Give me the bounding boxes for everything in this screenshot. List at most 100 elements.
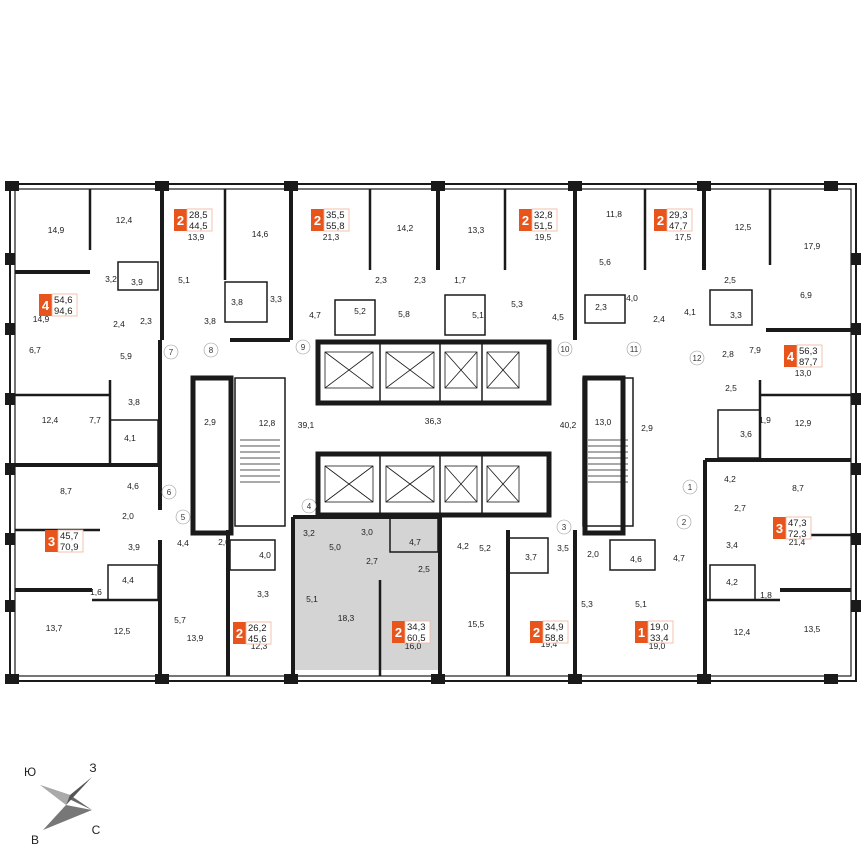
room-area-label: 14,6 — [252, 229, 269, 239]
room-area-label: 4,4 — [122, 575, 134, 585]
door-number: 10 — [561, 345, 570, 354]
room-area-label: 2,3 — [375, 275, 387, 285]
room-area-label: 2,5 — [418, 564, 430, 574]
room-area-label: 15,5 — [468, 619, 485, 629]
room-count-box — [773, 517, 786, 539]
living-area: 28,5 — [189, 210, 208, 221]
selected-apartment-fill[interactable] — [293, 517, 439, 670]
room-area-label: 2,7 — [734, 503, 746, 513]
room-area-label: 5,3 — [511, 299, 523, 309]
room-area-label: 6,9 — [800, 290, 812, 300]
room-area-label: 4,7 — [409, 537, 421, 547]
room-area-label: 5,7 — [174, 615, 186, 625]
total-area: 47,7 — [669, 221, 688, 232]
door-marker — [557, 341, 573, 357]
room-area-label: 4,7 — [309, 310, 321, 320]
room-area-label: 2,5 — [725, 383, 737, 393]
room-area-label: 5,3 — [581, 599, 593, 609]
total-area: 33,4 — [650, 633, 669, 644]
room-area-label: 14,9 — [48, 225, 65, 235]
room-area-label: 12,8 — [259, 418, 276, 428]
room-area-label: 12,5 — [114, 626, 131, 636]
room-count-box — [233, 622, 246, 644]
room-area-label: 1,8 — [760, 590, 772, 600]
compass-west-label: З — [89, 761, 96, 775]
door-number: 11 — [630, 345, 639, 354]
room-area-label: 12,3 — [251, 641, 268, 651]
living-area: 32,8 — [534, 210, 553, 221]
door-marker — [301, 498, 317, 514]
room-area-label: 3,6 — [740, 429, 752, 439]
room-count: 2 — [177, 213, 184, 228]
room-area-label: 3,8 — [231, 297, 243, 307]
room-area-label: 3,2 — [105, 274, 117, 284]
room-count-box — [311, 209, 324, 231]
room-area-label: 13,7 — [46, 623, 63, 633]
door-number: 6 — [167, 488, 172, 497]
apartment-badge-a12[interactable]: 1 19,033,4 — [635, 620, 674, 644]
room-area-label: 12,4 — [734, 627, 751, 637]
living-area: 34,9 — [545, 622, 564, 633]
room-area-label: 21,4 — [789, 537, 806, 547]
room-count: 2 — [236, 626, 243, 641]
room-area-label: 5,1 — [306, 594, 318, 604]
room-area-label: 19,0 — [649, 641, 666, 651]
room-area-label: 3,3 — [257, 589, 269, 599]
room-area-label: 3,0 — [361, 527, 373, 537]
room-area-label: 5,1 — [472, 310, 484, 320]
door-number: 9 — [301, 343, 306, 352]
room-area-label: 1,7 — [454, 275, 466, 285]
room-count-box — [530, 621, 543, 643]
apartment-badge-a1[interactable]: 2 28,544,5 — [174, 208, 213, 232]
room-area-label: 4,6 — [127, 481, 139, 491]
door-number: 3 — [562, 523, 567, 532]
room-area-label: 5,1 — [635, 599, 647, 609]
room-area-label: 4,6 — [630, 554, 642, 564]
room-area-label: 3,3 — [730, 310, 742, 320]
total-area: 70,9 — [60, 542, 79, 553]
room-area-label: 2,3 — [595, 302, 607, 312]
door-number: 8 — [209, 346, 214, 355]
room-count: 4 — [42, 298, 50, 313]
compass-north-label: С — [92, 823, 101, 837]
room-area-label: 21,3 — [323, 232, 340, 242]
total-area: 44,5 — [189, 221, 208, 232]
room-area-label: 13,0 — [795, 368, 812, 378]
room-area-label: 11,8 — [606, 209, 622, 219]
total-area: 45,6 — [248, 634, 267, 645]
room-area-label: 4,5 — [552, 312, 564, 322]
room-area-label: 4,0 — [626, 293, 638, 303]
room-area-label: 1,6 — [90, 587, 102, 597]
room-area-label: 19,5 — [535, 232, 552, 242]
room-area-label: 2,8 — [722, 349, 734, 359]
room-area-label: 40,2 — [560, 420, 577, 430]
door-number: 7 — [169, 348, 174, 357]
room-area-label: 3,8 — [204, 316, 216, 326]
living-area: 47,3 — [788, 518, 807, 529]
room-count-box — [39, 294, 52, 316]
room-area-label: 19,4 — [541, 639, 558, 649]
room-area-label: 4,0 — [259, 550, 271, 560]
room-count: 2 — [657, 213, 664, 228]
living-area: 19,0 — [650, 622, 669, 633]
room-count-box — [392, 621, 405, 643]
room-area-label: 17,9 — [804, 241, 821, 251]
room-area-label: 3,5 — [557, 543, 569, 553]
living-area: 34,3 — [407, 622, 426, 633]
door-marker — [676, 514, 692, 530]
room-area-label: 5,2 — [354, 306, 366, 316]
room-area-label: 3,9 — [128, 542, 140, 552]
room-count: 1 — [638, 625, 645, 640]
door-marker — [163, 344, 179, 360]
door-number: 2 — [682, 518, 687, 527]
